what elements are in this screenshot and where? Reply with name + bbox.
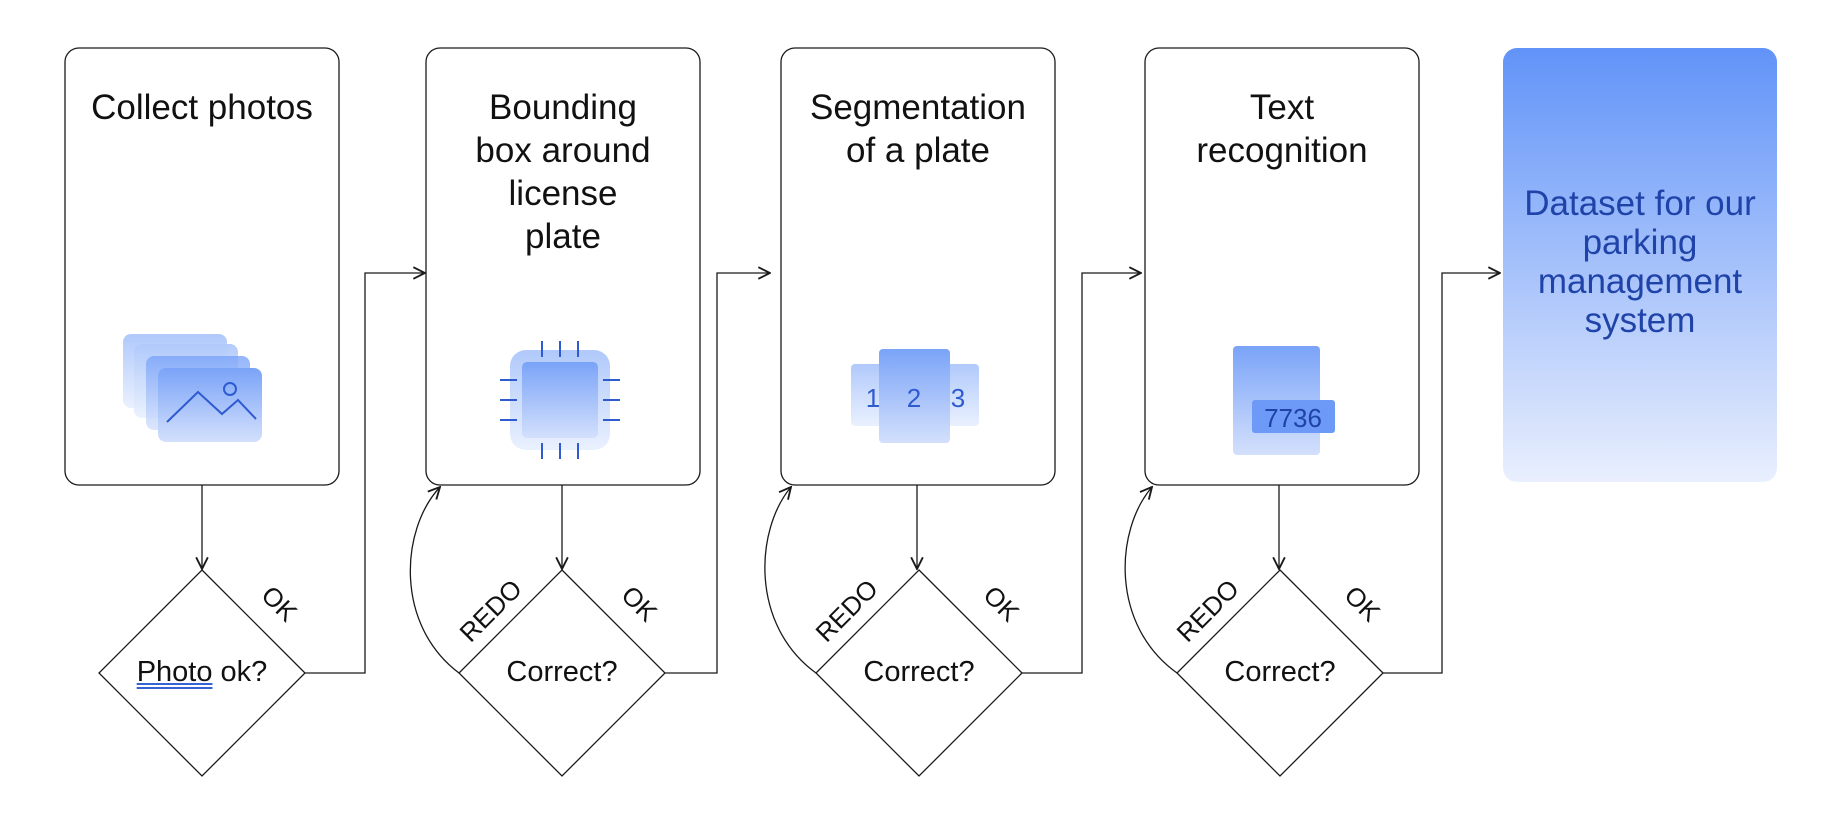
dataset-title: Dataset for our parking management syste… — [1524, 184, 1756, 340]
stage-title-bounding-box: Bounding box around license plate — [475, 88, 651, 256]
decision-label-correct: Correct? — [506, 656, 618, 688]
segmentation-icon: 1 2 3 — [851, 349, 979, 443]
redo-arrow-bounding-box — [409, 487, 460, 674]
decision-diamond-text-recognition — [1176, 569, 1384, 777]
decision-label-correct: Correct? — [1224, 656, 1336, 688]
decision-label-photo-rest: ok? — [212, 656, 268, 688]
dataset-box — [1503, 48, 1777, 482]
stage-box-segmentation — [780, 47, 1056, 486]
decision-label-correct: Correct? — [863, 656, 975, 688]
decision-label-photo-word: Photo — [136, 656, 213, 688]
ok-arrow-to-dataset — [1383, 273, 1500, 674]
ok-arrow-to-segmentation — [665, 273, 770, 674]
stage-box-text-recognition — [1144, 47, 1420, 486]
decision-label-photo-ok: Photo ok? — [112, 655, 292, 689]
segment-digit-3: 3 — [951, 383, 965, 413]
ok-label: OK — [615, 580, 663, 628]
redo-arrow-text-recognition — [1124, 487, 1178, 674]
decision-diamond-photo-ok — [98, 569, 306, 777]
decision-diamond-bounding-box — [458, 569, 666, 777]
ok-label: OK — [255, 580, 303, 628]
text-recognition-icon: 7736 — [1233, 346, 1335, 455]
plate-number-text: 7736 — [1264, 403, 1322, 433]
ok-arrow-to-text-recognition — [1022, 273, 1141, 674]
stage-title-collect-photos: Collect photos — [91, 88, 313, 127]
photos-icon — [123, 334, 262, 442]
ok-label: OK — [977, 580, 1025, 628]
ok-arrow-to-bounding-box — [305, 273, 425, 674]
redo-arrow-segmentation — [764, 487, 817, 674]
segment-digit-2: 2 — [907, 383, 921, 413]
segment-digit-1: 1 — [866, 383, 880, 413]
decision-diamond-segmentation — [815, 569, 1023, 777]
chip-icon — [500, 341, 620, 459]
stage-title-text-recognition: Text recognition — [1196, 88, 1368, 170]
ok-label: OK — [1338, 580, 1386, 628]
stage-title-segmentation: Segmentation of a plate — [810, 88, 1026, 170]
